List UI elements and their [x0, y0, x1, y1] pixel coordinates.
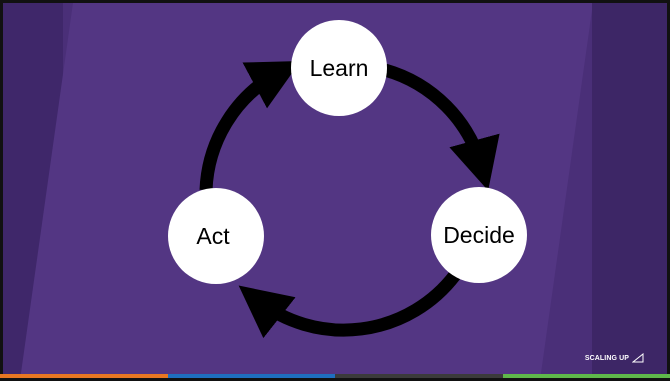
background-panel-right	[592, 3, 667, 378]
triangle-logo-icon	[632, 353, 644, 363]
node-decide-label: Decide	[443, 222, 515, 248]
node-act: Act	[168, 188, 264, 284]
scaling-up-logo: SCALING UP	[585, 353, 644, 363]
node-learn: Learn	[291, 20, 387, 116]
arrow-learn-to-decide	[383, 63, 500, 191]
arrow-decide-to-act	[238, 271, 461, 339]
node-learn-label: Learn	[310, 55, 369, 81]
node-act-label: Act	[196, 223, 230, 249]
accent-bar	[0, 374, 670, 378]
arrow-act-to-learn	[199, 60, 301, 191]
accent-bar-orange	[0, 374, 168, 378]
accent-bar-blue	[167, 374, 335, 378]
logo-text: SCALING UP	[584, 354, 629, 362]
accent-bar-dark	[335, 374, 503, 378]
node-decide: Decide	[431, 187, 527, 283]
accent-bar-green	[502, 374, 670, 378]
